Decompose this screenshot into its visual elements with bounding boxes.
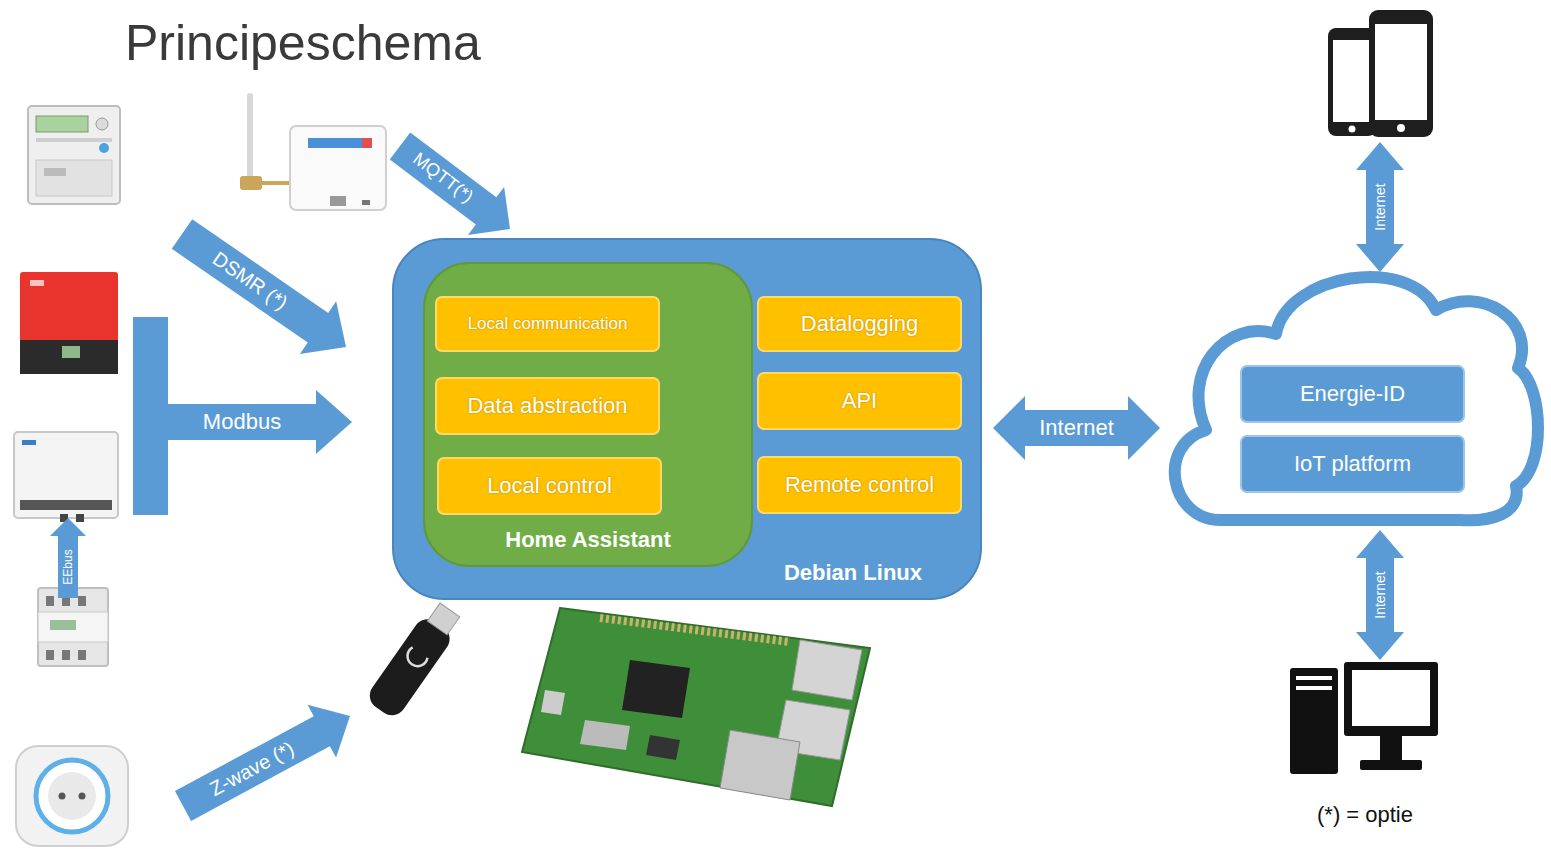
raspberry-pi-icon: [522, 608, 870, 806]
bus-bar: [133, 317, 168, 515]
block-arrow: [169, 690, 364, 833]
function-box: API: [757, 372, 962, 430]
label-wrap: Internet: [1039, 415, 1114, 441]
block-arrow: [1356, 530, 1404, 660]
node-label: Debian Linux: [784, 560, 922, 586]
node-label: Energie-ID: [1300, 381, 1405, 407]
system-box: Debian Linux Home Assistant Local communic…: [392, 238, 982, 600]
block-arrow: [1356, 142, 1404, 272]
smart-meter-icon: [28, 106, 120, 204]
node-label: Local control: [487, 473, 612, 499]
block-arrow: [993, 396, 1160, 460]
energy-meter-icon: [38, 588, 108, 666]
node-label: IoT platform: [1294, 451, 1411, 477]
node-label: Remote control: [785, 472, 934, 498]
block-arrow: [168, 390, 352, 454]
node-label: Data abstraction: [467, 393, 627, 419]
label-wrap: Modbus: [203, 409, 281, 435]
label-wrap: Internet: [1372, 183, 1388, 230]
block-arrow: [164, 208, 364, 374]
node-label: API: [842, 388, 877, 414]
connection-label: Internet: [1372, 571, 1388, 618]
function-box: Local communication: [435, 296, 660, 352]
node-label: Local communication: [468, 314, 628, 334]
block-arrow: [382, 122, 528, 253]
flukso-icon: [240, 96, 386, 210]
title-wrap: Principeschema: [125, 14, 481, 72]
label-wrap: (*) = optie: [1317, 802, 1413, 828]
legend-note: (*) = optie: [1317, 802, 1413, 828]
connection-label: Internet: [1372, 183, 1388, 230]
function-box: Datalogging: [757, 296, 962, 352]
function-box: Remote control: [757, 456, 962, 514]
cloud-outline: [1175, 277, 1538, 520]
label-wrap: EEbus: [61, 549, 75, 584]
node-label: Home Assistant: [505, 527, 670, 553]
smart-plug-icon: [16, 746, 128, 846]
cloud-service-box: Energie-ID: [1240, 365, 1465, 423]
node-label: Datalogging: [801, 311, 918, 337]
diagram-title: Principeschema: [125, 14, 481, 72]
usb-stick-icon: [364, 599, 465, 721]
inverter-icon: [20, 272, 118, 374]
connection-label: EEbus: [61, 549, 75, 584]
function-box: Local control: [437, 457, 662, 515]
block-arrow: [50, 518, 86, 598]
cloud-service-box: IoT platform: [1240, 435, 1465, 493]
function-box: Data abstraction: [435, 377, 660, 435]
connection-label: Modbus: [203, 409, 281, 435]
connection-label: Internet: [1039, 415, 1114, 441]
phone-icon: [1328, 10, 1433, 137]
label-wrap: Internet: [1372, 571, 1388, 618]
software-box: Home Assistant Local communicationData ab…: [423, 262, 753, 567]
inverter-icon: [14, 432, 118, 522]
computer-icon: [1290, 662, 1438, 774]
